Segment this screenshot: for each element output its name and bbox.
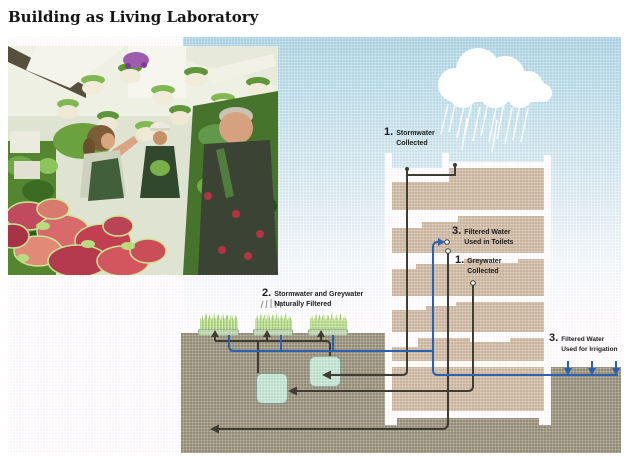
right-footing (539, 418, 551, 425)
coleus-foliage (8, 198, 167, 275)
slide-title: Building as Living Laboratory (8, 8, 259, 26)
person-cap-man (140, 122, 180, 198)
main-roof (449, 162, 551, 168)
person-woman (53, 123, 138, 201)
parapet-wall (442, 153, 449, 178)
floor-slab (392, 210, 544, 216)
left-footing (385, 418, 397, 425)
floor-slab (392, 361, 544, 367)
basement-slab (385, 411, 551, 418)
greenhouse-photo (8, 46, 278, 275)
green-accents (17, 222, 135, 262)
floor-slab (392, 332, 544, 338)
roof-deck (385, 172, 449, 178)
person-right-man (198, 107, 278, 275)
hanging-baskets (57, 63, 270, 141)
right-wall (544, 155, 551, 418)
cistern-tank (309, 356, 341, 387)
building-basement (392, 367, 544, 411)
floor-slab (392, 296, 544, 302)
planter-base (308, 329, 348, 336)
purple-flowers (123, 52, 149, 69)
cistern-tank (256, 373, 288, 404)
planter-base (198, 329, 239, 336)
left-wall (385, 153, 392, 418)
planter-base (253, 329, 293, 336)
